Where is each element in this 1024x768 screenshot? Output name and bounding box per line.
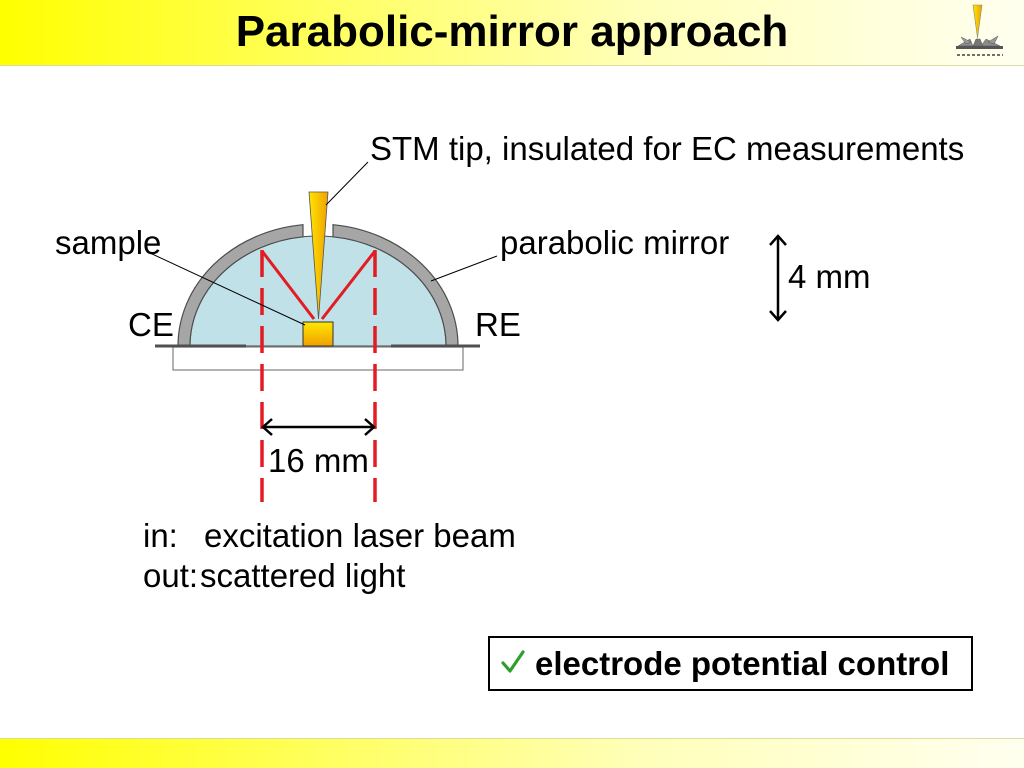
- beam-in-description: excitation laser beam: [204, 517, 516, 554]
- beam-in-direction: in:: [143, 517, 178, 554]
- beam-ray-left: [260, 250, 316, 320]
- checkmark-icon: [501, 650, 525, 673]
- electrode-potential-callout: electrode potential control: [488, 636, 973, 691]
- height-arrowhead-bottom: [769, 310, 787, 322]
- stm-tip-label: STM tip, insulated for EC measurements: [370, 130, 965, 167]
- reference-electrode-label: RE: [475, 306, 521, 343]
- logo-ray: [972, 38, 984, 47]
- cell-base: [172, 346, 464, 371]
- parabolic-mirror-label: parabolic mirror: [500, 224, 730, 261]
- parabolic-mirror-left: [177, 224, 304, 347]
- logo-base: [956, 46, 1003, 49]
- checkmark-stroke: [501, 650, 525, 673]
- height-arrowhead-top: [769, 234, 787, 246]
- logo-ray: [987, 35, 999, 45]
- beam-spacing-arrowhead-right: [364, 418, 376, 436]
- mirror-leader-line: [430, 255, 498, 282]
- sample: [302, 321, 334, 347]
- footer-bar: [0, 738, 1024, 768]
- callout-text: electrode potential control: [535, 645, 950, 682]
- beam-spacing-arrowhead-left: [261, 418, 273, 436]
- stm-logo-icon: [956, 4, 1003, 56]
- logo-tip: [972, 4, 983, 39]
- slide-title: Parabolic-mirror approach: [235, 7, 789, 56]
- mirror-interior: [189, 235, 447, 347]
- logo-ray: [960, 36, 972, 45]
- header-bar: Parabolic-mirror approach: [0, 0, 1024, 66]
- mirror-height-label: 4 mm: [788, 258, 871, 295]
- beam-spacing-label: 16 mm: [268, 442, 369, 479]
- stm-tip-leader-line: [325, 161, 369, 206]
- counter-electrode-label: CE: [128, 306, 174, 343]
- beam-out-description: scattered light: [200, 557, 406, 594]
- stm-tip: [308, 191, 329, 320]
- beam-ray-right: [320, 250, 377, 320]
- sample-label: sample: [55, 224, 162, 261]
- parabolic-mirror-right: [332, 224, 459, 347]
- beam-out-direction: out:: [143, 557, 199, 594]
